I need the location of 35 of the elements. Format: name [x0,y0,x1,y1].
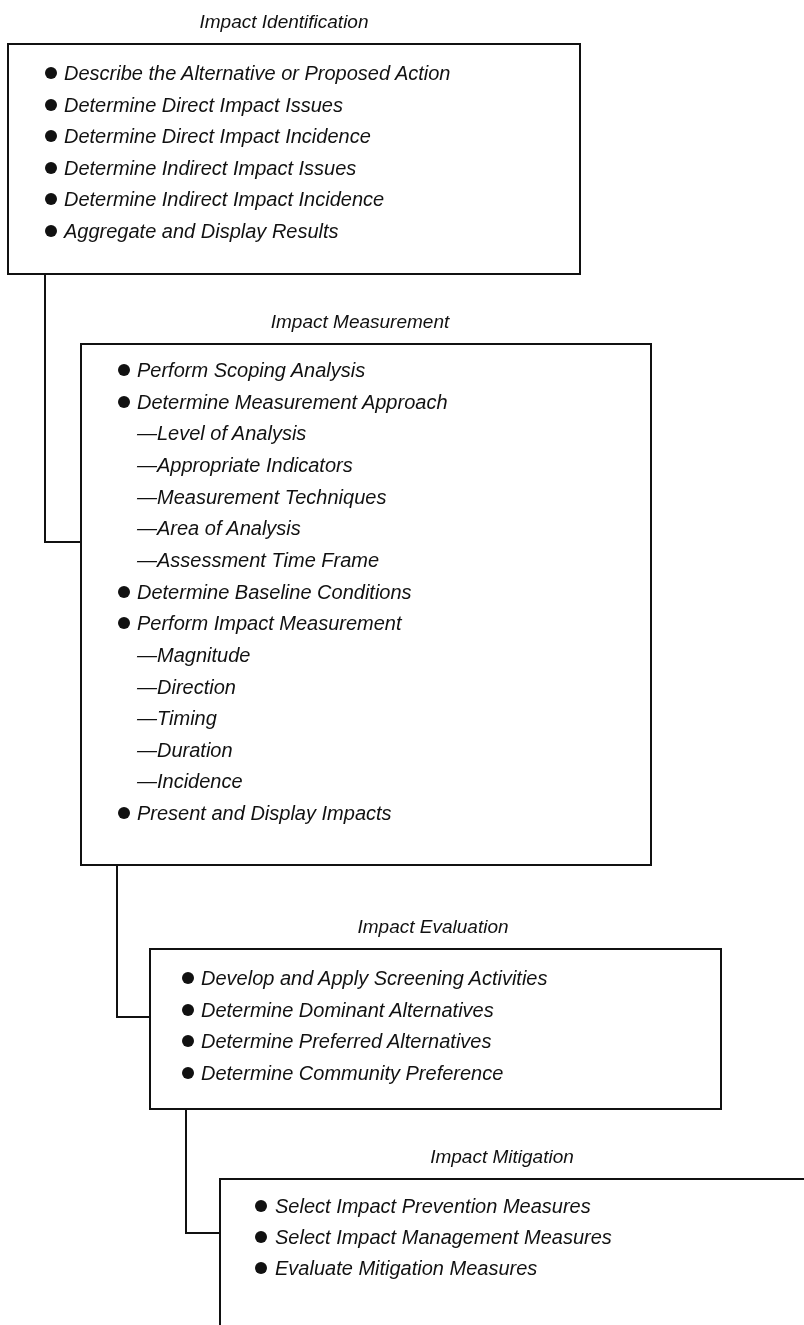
bullet-item-text: Determine Community Preference [201,1061,504,1086]
sub-item-text: —Direction [137,674,236,699]
stage-heading: Impact Identification [199,11,369,33]
bullet-item-text: Determine Baseline Conditions [137,579,412,604]
bullet-item-text: Determine Direct Impact Issues [64,92,343,117]
bullet-item-text: Select Impact Management Measures [275,1225,612,1249]
bullet-item-text: Describe the Alternative or Proposed Action [64,61,451,85]
sub-item-text: —Area of Analysis [137,516,301,541]
sub-item-text: —Incidence [137,769,243,794]
sub-item-text: —Magnitude [137,642,251,667]
bullet-item-text: Determine Preferred Alternatives [201,1029,492,1054]
bullet-item-text: Develop and Apply Screening Activities [201,966,548,990]
sub-item-text: —Timing [137,706,217,731]
bullet-item-text: Perform Scoping Analysis [137,358,366,382]
bullet-item-text: Perform Impact Measurement [137,611,402,636]
bullet-item-text: Determine Indirect Impact Incidence [64,187,385,212]
bullet-item-text: Present and Display Impacts [137,801,392,826]
bullet-item-text: Determine Indirect Impact Issues [64,155,357,180]
connector-line [185,1109,220,1234]
bullet-item-text: Determine Dominant Alternatives [201,997,494,1022]
connector-line [44,274,81,543]
bullet-item-text: Evaluate Mitigation Measures [275,1256,538,1280]
sub-item-text: —Duration [137,737,233,762]
bullet-item-text: Determine Direct Impact Incidence [64,124,371,149]
stage-heading: Impact Measurement [270,311,450,333]
sub-item-text: —Appropriate Indicators [137,452,353,477]
sub-item-text: —Measurement Techniques [137,484,387,509]
stage-heading: Impact Evaluation [357,916,509,938]
connector-line [116,865,150,1018]
sub-item-text: —Level of Analysis [137,421,307,446]
stage-heading: Impact Mitigation [430,1146,574,1168]
sub-item-text: —Assessment Time Frame [137,547,380,572]
bullet-item-text: Aggregate and Display Results [64,219,339,243]
bullet-item-text: Select Impact Prevention Measures [275,1194,591,1218]
bullet-item-text: Determine Measurement Approach [137,389,448,414]
